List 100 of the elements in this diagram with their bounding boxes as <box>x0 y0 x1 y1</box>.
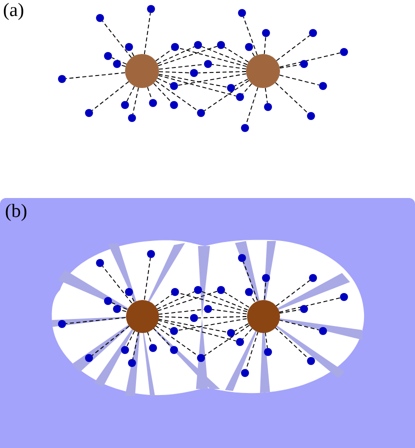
dashed-line <box>102 20 132 58</box>
large-particle <box>246 54 280 88</box>
dashed-line <box>264 87 268 104</box>
dashed-line <box>278 320 320 330</box>
small-particle <box>300 60 308 68</box>
dashed-line <box>279 64 301 69</box>
dashed-line <box>132 87 139 115</box>
dashed-line <box>224 292 250 308</box>
small-particle <box>125 43 133 51</box>
dashed-line <box>242 83 252 94</box>
dashed-line <box>66 317 126 324</box>
dashed-line <box>158 318 228 333</box>
dashed-line <box>242 328 253 340</box>
dashed-line <box>242 261 258 301</box>
small-particle <box>190 69 198 77</box>
dashed-line <box>152 328 172 348</box>
dashed-line <box>144 258 151 300</box>
small-particle <box>262 29 270 37</box>
dashed-line <box>158 64 204 70</box>
dashed-line <box>224 46 249 63</box>
small-particle <box>149 99 157 107</box>
dashed-line <box>212 309 248 314</box>
small-particle <box>245 43 253 51</box>
dashed-line <box>126 86 135 102</box>
dashed-line <box>246 86 258 125</box>
small-particle <box>170 101 178 109</box>
small-particle <box>96 14 104 22</box>
large-particle <box>125 54 159 88</box>
dashed-line <box>158 46 218 66</box>
dashed-line <box>276 280 310 306</box>
dashed-line <box>153 82 172 103</box>
dashed-line <box>204 80 250 112</box>
small-particle <box>194 41 202 49</box>
dashed-line <box>279 74 320 86</box>
dashed-line <box>130 50 134 57</box>
small-particle <box>204 60 212 68</box>
dashed-line <box>279 52 341 68</box>
dashed-line <box>120 64 126 67</box>
dashed-line <box>154 294 172 307</box>
small-particle <box>104 52 112 60</box>
small-particle <box>58 75 66 83</box>
small-particle <box>85 109 93 117</box>
panel-label: (b) <box>5 202 28 222</box>
small-particle <box>264 103 272 111</box>
dashed-line <box>147 86 152 100</box>
dashed-line <box>157 320 237 342</box>
small-particle <box>170 82 178 90</box>
small-particle <box>236 93 244 101</box>
dashed-line <box>120 310 127 312</box>
dashed-line <box>276 34 310 62</box>
dashed-line <box>158 74 237 96</box>
dashed-line <box>274 82 309 114</box>
dashed-line <box>155 48 172 62</box>
small-particle <box>227 84 235 92</box>
dashed-line <box>212 64 247 70</box>
dashed-line <box>250 50 255 57</box>
dashed-line <box>158 74 228 88</box>
small-particle <box>171 43 179 51</box>
small-particle <box>121 101 129 109</box>
dashed-line <box>198 316 247 318</box>
dashed-line <box>144 12 151 55</box>
dashed-line <box>178 292 248 312</box>
small-particle <box>319 82 327 90</box>
dashed-line <box>155 80 198 112</box>
dashed-line <box>92 326 130 356</box>
dashed-line <box>132 332 140 360</box>
small-particle <box>147 5 155 13</box>
dashed-line <box>158 316 190 318</box>
dashed-line <box>92 81 130 111</box>
dashed-line <box>156 322 171 330</box>
dashed-line <box>201 291 248 310</box>
small-particle <box>238 9 246 17</box>
dashed-line <box>156 78 171 85</box>
dashed-line <box>274 326 309 359</box>
dashed-line <box>177 73 247 86</box>
dashed-line <box>156 291 195 310</box>
small-particle <box>241 124 249 132</box>
dashed-line <box>111 57 127 65</box>
dashed-line <box>157 290 218 312</box>
dashed-line <box>242 16 258 56</box>
dashed-line <box>158 308 204 315</box>
small-particle <box>307 112 315 120</box>
dashed-line <box>102 266 132 304</box>
dashed-line <box>204 324 250 356</box>
small-particle <box>309 29 317 37</box>
dashed-line <box>130 295 135 302</box>
dashed-line <box>278 309 301 314</box>
dashed-line <box>234 323 249 332</box>
small-particle <box>113 60 121 68</box>
dashed-line <box>234 78 248 87</box>
dashed-line <box>278 297 341 313</box>
panel-label: (a) <box>3 1 24 21</box>
dashed-line <box>177 318 248 331</box>
dashed-line <box>156 46 195 64</box>
dashed-line <box>158 71 190 74</box>
dashed-line <box>264 332 268 348</box>
dashed-line <box>198 71 246 74</box>
dashed-line <box>154 325 198 356</box>
dashed-line <box>178 48 248 67</box>
small-particle <box>217 41 225 49</box>
